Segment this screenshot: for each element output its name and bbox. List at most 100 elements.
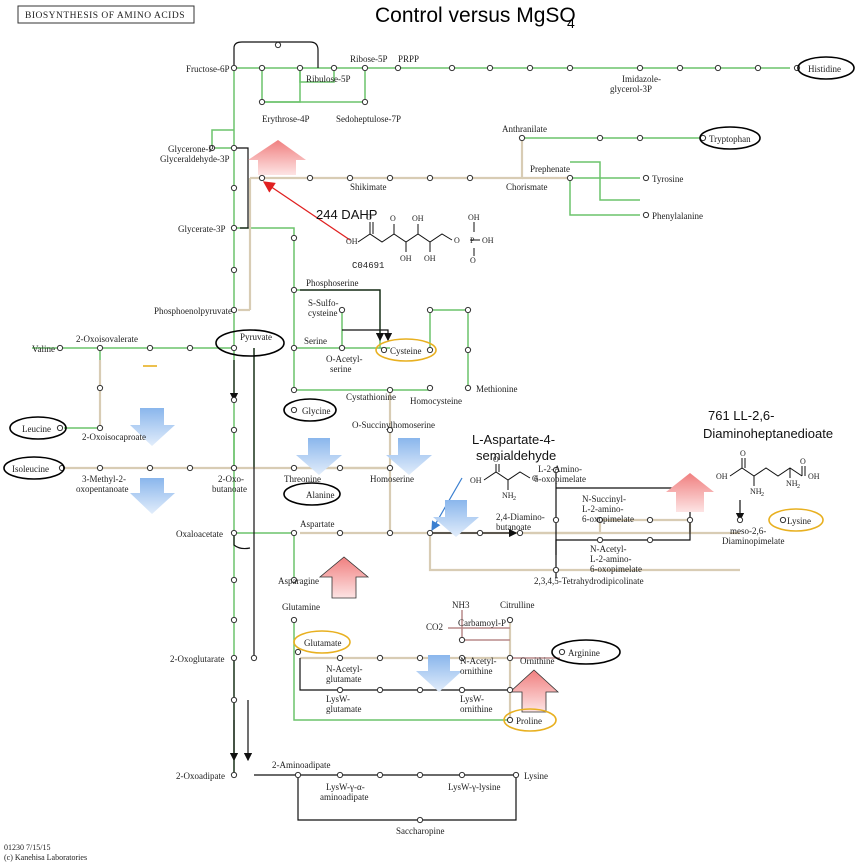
up-arrow-ornithine	[508, 669, 560, 713]
label-methyloxo2: oxopentanoate	[76, 484, 128, 494]
label-valine: Valine	[32, 344, 55, 354]
lysine-highlight	[768, 508, 824, 532]
label-diaminobutanoate: 2,4-Diamino-	[496, 512, 545, 522]
label-lysine: Lysine	[787, 516, 811, 526]
dahp-atom-oh3: OH	[424, 254, 436, 263]
semialdehyde-atom-nh: NH	[502, 491, 514, 500]
dahp-atom-p: P	[470, 236, 475, 245]
down-arrow-methyloxo	[130, 478, 175, 514]
fold-change-arrows	[130, 140, 714, 713]
label-imidazole: Imidazole-	[622, 74, 661, 84]
annotation-ll26b: Diaminoheptanedioate	[703, 426, 833, 441]
label-glycine: Glycine	[302, 406, 331, 416]
label-nsuccinyl3: 6-oxopimelate	[582, 514, 634, 524]
ll26-atom-oh2: OH	[808, 472, 820, 481]
label-lysw-ga2: aminoadipate	[320, 792, 368, 802]
footer-map-id: 01230 7/15/15	[4, 843, 50, 852]
figure-title-subscript: 4	[567, 15, 575, 31]
label-carbamoyl: Carbamoyl-P	[458, 618, 506, 628]
label-ssulfo2: cysteine	[308, 308, 338, 318]
label-meso2: Diaminopimelate	[722, 536, 784, 546]
label-lysw-ornithine: LysW-	[460, 694, 484, 704]
glutamate-highlight	[293, 630, 351, 654]
semialdehyde-atom-nh-sub: 2	[513, 496, 516, 502]
label-cysteine: Cysteine	[390, 346, 422, 356]
annotation-laspartate2: semialdehyde	[476, 448, 556, 463]
dahp-atom-o4: O	[470, 256, 476, 265]
label-prpp: PRPP	[398, 54, 419, 64]
up-arrow-shikimate	[248, 140, 306, 175]
ll26-atom-nh2: NH	[786, 479, 798, 488]
dahp-atom-o3: O	[454, 236, 460, 245]
label-pyruvate: Pyruvate	[240, 332, 272, 342]
label-nsuccinyl2: L-2-amino-	[582, 504, 623, 514]
label-l2amino: L-2-Amino-	[538, 464, 582, 474]
dahp-atom-o1: O	[366, 213, 372, 222]
ll26-atom-nh1-sub: 2	[761, 492, 764, 498]
label-l2amino2: 6-oxopimelate	[534, 474, 586, 484]
compound-nodes	[56, 41, 801, 824]
label-lysine-bottom: Lysine	[524, 771, 548, 781]
pyruvate-highlight	[215, 329, 285, 357]
label-aspartate: Aspartate	[300, 519, 334, 529]
label-lysw-gl: LysW-γ-lysine	[448, 782, 500, 792]
label-nh3: NH3	[452, 600, 470, 610]
label-oxoisocaproate: 2-Oxoisocaproate	[82, 432, 146, 442]
figure-title: Control versus MgSO	[375, 4, 576, 27]
label-glutamate: Glutamate	[304, 638, 342, 648]
label-nacetylorn2: ornithine	[460, 666, 493, 676]
label-nacetylorn: N-Acetyl-	[460, 656, 496, 666]
label-sedoheptulose: Sedoheptulose-7P	[336, 114, 401, 124]
semialdehyde-atom-o2: O	[532, 474, 538, 483]
semialdehyde-structure	[483, 464, 531, 490]
label-diaminobutanoate2: butanoate	[496, 522, 531, 532]
label-phosphoserine: Phosphoserine	[306, 278, 359, 288]
label-glyceronep: Glycerone-P	[168, 144, 213, 154]
label-co2: CO2	[426, 622, 443, 632]
label-threonine: Threonine	[284, 474, 321, 484]
label-glycerate3p: Glycerate-3P	[178, 224, 225, 234]
ll26-atoms: OH O NH 2 NH 2 O OH	[716, 449, 820, 498]
label-citrulline: Citrulline	[500, 600, 535, 610]
ll26-structure	[729, 458, 806, 486]
down-arrow-threonine	[296, 438, 342, 475]
label-saccharopine: Saccharopine	[396, 826, 444, 836]
label-cystathionine: Cystathionine	[346, 392, 396, 402]
label-glyceraldehyde: Glyceraldehyde-3P	[160, 154, 229, 164]
label-lysw-glutamate2: glutamate	[326, 704, 362, 714]
label-lysw-glutamate: LysW-	[326, 694, 350, 704]
ll26-atom-nh2-sub: 2	[797, 484, 800, 490]
dahp-atom-o2: O	[390, 214, 396, 223]
down-arrow-nacetylornithine	[416, 655, 462, 692]
label-oxobutanoate: 2-Oxo-	[218, 474, 244, 484]
label-nacetylglu: N-Acetyl-	[326, 664, 362, 674]
label-isoleucine: Isoleucine	[12, 464, 49, 474]
label-oxoglutarate: 2-Oxoglutarate	[170, 654, 224, 664]
leucine-highlight	[9, 416, 67, 440]
label-lysw-ornithine2: ornithine	[460, 704, 493, 714]
label-osuccinyl: O-Succinylhomoserine	[352, 420, 435, 430]
label-pep: Phosphoenolpyruvate	[154, 306, 232, 316]
semialdehyde-atom-ho: OH	[470, 476, 482, 485]
dahp-atom-ho: OH	[346, 237, 358, 246]
metabolite-labels: Fructose-6P Ribose-5P PRPP Ribulose-5P I…	[12, 54, 841, 836]
label-nacetyl3: 6-oxopimelate	[590, 564, 642, 574]
label-aminoadipate: 2-Aminoadipate	[272, 760, 330, 770]
label-fructose6p: Fructose-6P	[186, 64, 230, 74]
dahp-atom-oh4: OH	[468, 213, 480, 222]
ll26-atom-nh1: NH	[750, 487, 762, 496]
beige-edges	[60, 138, 740, 720]
label-arginine: Arginine	[568, 648, 600, 658]
cysteine-highlight	[375, 338, 437, 362]
annotation-ll26: 761 LL-2,6-	[708, 408, 775, 423]
label-shikimate: Shikimate	[350, 182, 387, 192]
label-ribulose5p: Ribulose-5P	[306, 74, 351, 84]
label-nacetyl2: L-2-amino-	[590, 554, 631, 564]
semialdehyde-atom-o1: O	[493, 455, 499, 464]
dahp-atom-oh2: OH	[412, 214, 424, 223]
label-homoserine: Homoserine	[370, 474, 414, 484]
map-title: BIOSYNTHESIS OF AMINO ACIDS	[25, 11, 185, 21]
highlight-ellipses	[3, 56, 855, 732]
label-glutamine: Glutamine	[282, 602, 320, 612]
